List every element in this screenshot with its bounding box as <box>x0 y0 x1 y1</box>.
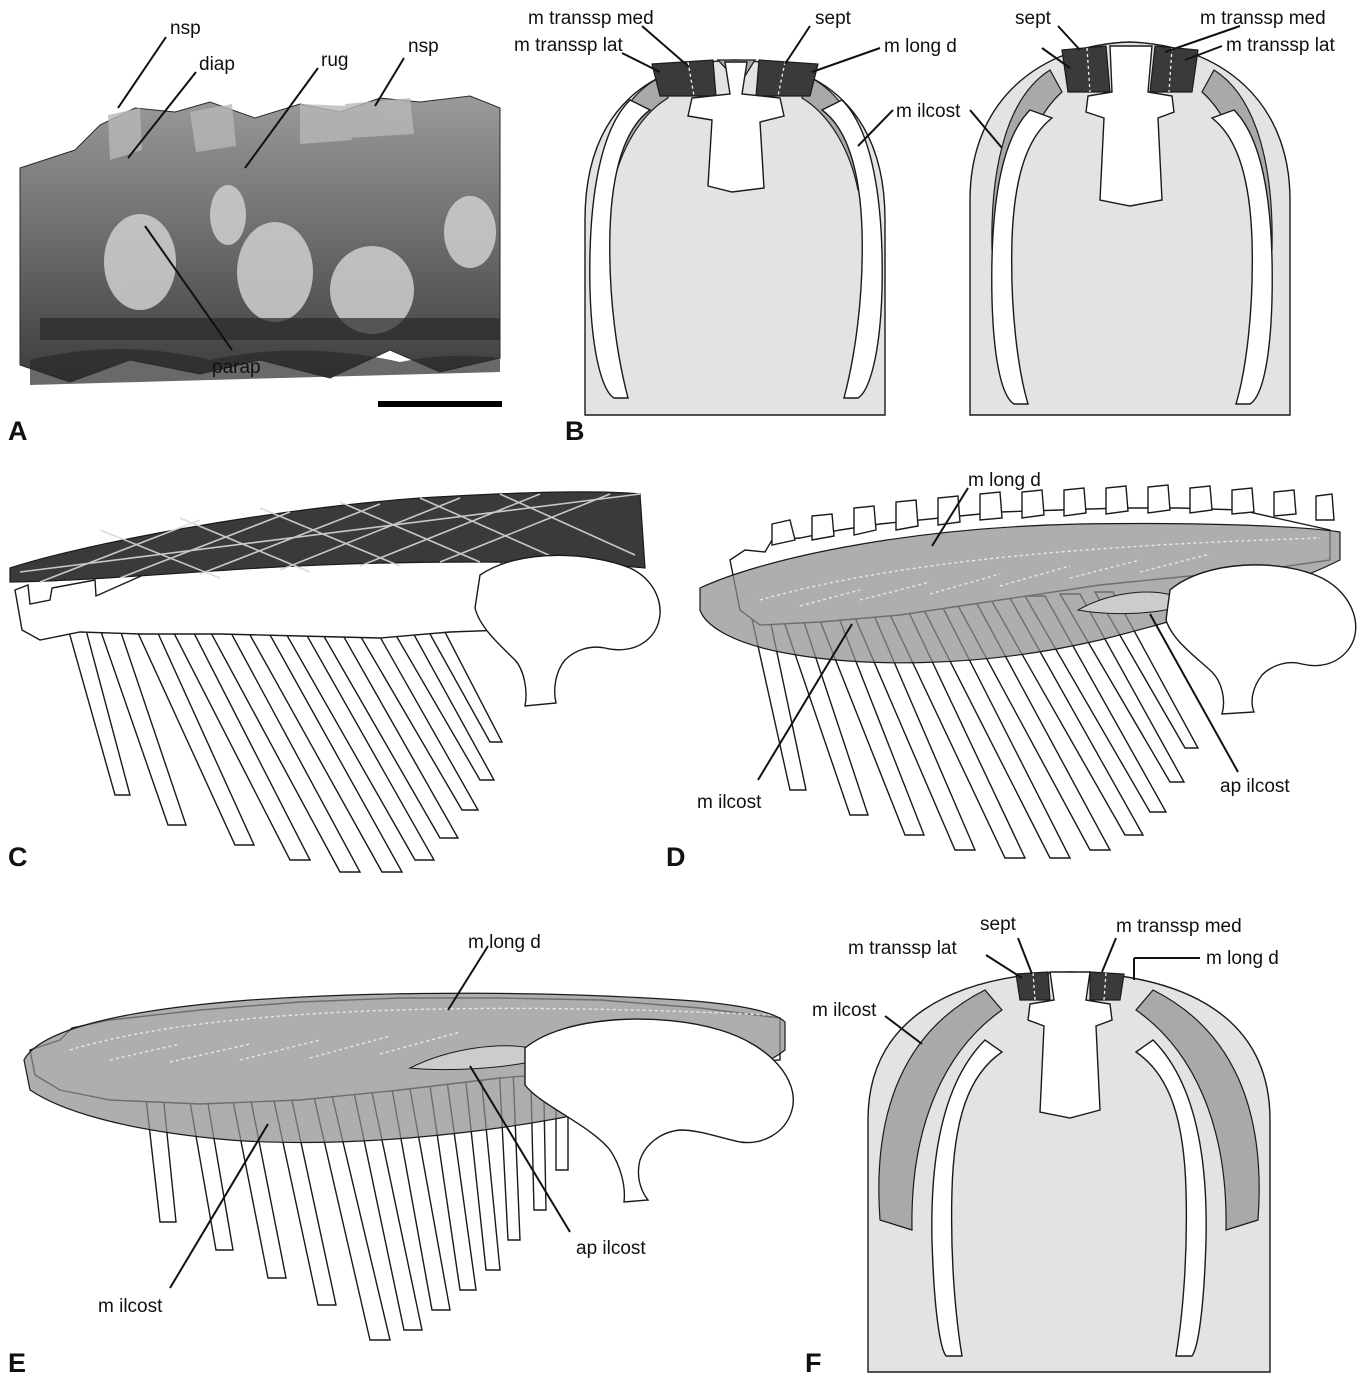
pelvis-c <box>475 555 660 706</box>
pelvis-d <box>1166 565 1356 714</box>
label-b-transsp-lat-right: m transsp lat <box>1226 35 1335 56</box>
panel-letter-e: E <box>8 1348 26 1378</box>
label-b-sept-left: sept <box>815 8 852 29</box>
panel-letter-d: D <box>666 842 686 872</box>
label-b-transsp-lat-left: m transsp lat <box>514 35 623 56</box>
label-nsp-1: nsp <box>170 18 201 39</box>
label-diap: diap <box>199 54 235 75</box>
label-d-long-d: m long d <box>968 470 1041 491</box>
scale-bar <box>378 401 502 407</box>
label-f-transsp-med: m transsp med <box>1116 916 1242 937</box>
label-e-ap-ilcost: ap ilcost <box>576 1238 646 1259</box>
label-rug: rug <box>321 50 348 71</box>
pelvis-e <box>525 1019 793 1202</box>
label-f-sept: sept <box>980 914 1017 935</box>
label-b-long-d: m long d <box>884 36 957 57</box>
label-f-ilcost: m ilcost <box>812 1000 877 1021</box>
panel-c-ribcage <box>10 492 660 872</box>
label-d-ilcost: m ilcost <box>697 792 762 813</box>
label-f-long-d: m long d <box>1206 948 1279 969</box>
cross-section-b-right <box>970 42 1290 415</box>
panel-a-photo <box>20 96 502 407</box>
label-nsp-2: nsp <box>408 36 439 57</box>
label-e-ilcost: m ilcost <box>98 1296 163 1317</box>
cross-section-b-left <box>585 60 885 415</box>
label-e-long-d: m long d <box>468 932 541 953</box>
panel-e-ribcage <box>24 993 793 1340</box>
label-parap: parap <box>212 357 261 378</box>
panel-letter-c: C <box>8 842 28 872</box>
panel-letter-a: A <box>8 416 28 446</box>
cross-section-f <box>868 972 1270 1372</box>
panel-letter-b: B <box>565 416 585 446</box>
panel-letter-f: F <box>805 1348 822 1378</box>
label-b-sept-right: sept <box>1015 8 1052 29</box>
label-d-ap-ilcost: ap ilcost <box>1220 776 1290 797</box>
panel-d-ribcage <box>700 485 1356 858</box>
label-b-transsp-med-right: m transsp med <box>1200 8 1326 29</box>
label-f-transsp-lat: m transsp lat <box>848 938 957 959</box>
label-b-transsp-med-left: m transsp med <box>528 8 654 29</box>
label-b-ilcost: m ilcost <box>896 101 961 122</box>
